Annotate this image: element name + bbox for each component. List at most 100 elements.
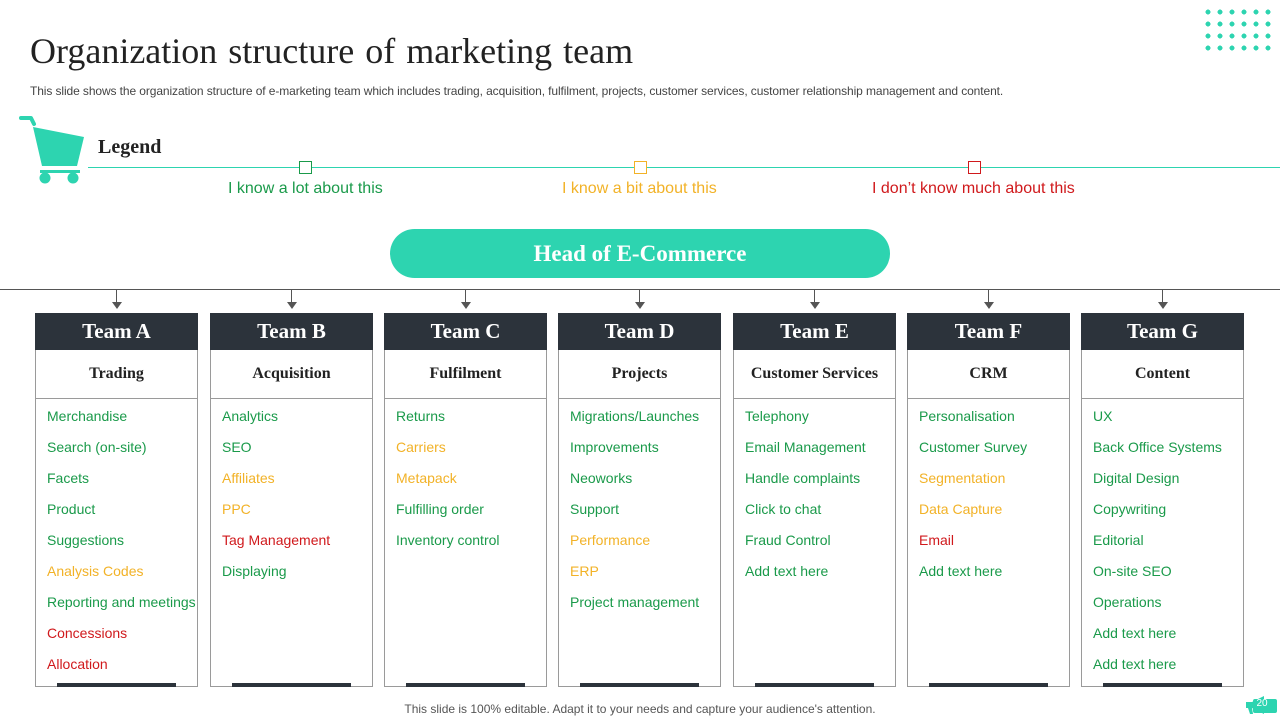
list-item: UX — [1093, 408, 1113, 424]
list-item: On-site SEO — [1093, 563, 1172, 579]
legend-label-lot: I know a lot about this — [228, 180, 383, 197]
list-item: Neoworks — [570, 470, 633, 486]
team-name: Team G — [1081, 313, 1244, 350]
team-function: Acquisition — [211, 350, 372, 399]
legend-marker-bit — [634, 161, 647, 174]
page-number: 20 — [1256, 698, 1268, 709]
head-of-ecommerce-box: Head of E-Commerce — [390, 229, 890, 278]
list-item: Fraud Control — [745, 532, 831, 548]
list-item: Project management — [570, 594, 700, 610]
list-item: Support — [570, 501, 620, 517]
arrow-team-e — [809, 289, 820, 309]
arrow-team-b — [286, 289, 297, 309]
list-item: Analytics — [222, 408, 279, 424]
legend-title: Legend — [98, 136, 162, 158]
list-item: Suggestions — [47, 532, 125, 548]
legend-line — [88, 167, 1280, 168]
list-item: Add text here — [1093, 656, 1177, 672]
list-item: Affiliates — [222, 470, 275, 486]
list-item: Merchandise — [47, 408, 128, 424]
list-item: Telephony — [745, 408, 809, 424]
team-name: Team A — [35, 313, 198, 350]
team-bottom-bar — [755, 683, 874, 687]
list-item: Metapack — [396, 470, 457, 486]
arrow-team-f — [983, 289, 994, 309]
megaphone-page-icon — [1246, 696, 1277, 714]
list-item: Concessions — [47, 625, 128, 641]
list-item: Personalisation — [919, 408, 1015, 424]
list-item: Customer Survey — [919, 439, 1028, 455]
connector-line — [0, 289, 1280, 290]
list-item: Add text here — [745, 563, 829, 579]
list-item: Reporting and meetings — [47, 594, 196, 610]
list-item: Back Office Systems — [1093, 439, 1222, 455]
team-bottom-bar — [580, 683, 699, 687]
legend-label-little: I don’t know much about this — [872, 180, 1075, 197]
list-item: Product — [47, 501, 96, 517]
shopping-cart-icon — [19, 116, 84, 184]
list-item: Migrations/Launches — [570, 408, 700, 424]
team-name: Team D — [558, 313, 721, 350]
list-item: Handle complaints — [745, 470, 861, 486]
list-item: Fulfilling order — [396, 501, 484, 517]
arrow-team-d — [634, 289, 645, 309]
list-item: Improvements — [570, 439, 659, 455]
list-item: ERP — [570, 563, 599, 579]
team-bottom-bar — [1103, 683, 1222, 687]
list-item: Segmentation — [919, 470, 1006, 486]
team-function: Fulfilment — [385, 350, 546, 399]
list-item: Email — [919, 532, 955, 548]
list-item: Facets — [47, 470, 90, 486]
list-item: Editorial — [1093, 532, 1144, 548]
footer-note: This slide is 100% editable. Adapt it to… — [404, 702, 876, 716]
list-item: Analysis Codes — [47, 563, 144, 579]
list-item: Add text here — [1093, 625, 1177, 641]
list-item: SEO — [222, 439, 252, 455]
arrow-team-a — [111, 289, 122, 309]
list-item: Performance — [570, 532, 651, 548]
dot-grid-decoration — [1202, 6, 1272, 52]
team-name: Team F — [907, 313, 1070, 350]
list-item: Copywriting — [1093, 501, 1167, 517]
legend-label-bit: I know a bit about this — [562, 180, 717, 197]
arrow-team-c — [460, 289, 471, 309]
team-function: Trading — [36, 350, 197, 399]
list-item: Click to chat — [745, 501, 822, 517]
team-name: Team E — [733, 313, 896, 350]
team-bottom-bar — [57, 683, 176, 687]
list-item: Search (on-site) — [47, 439, 147, 455]
list-item: Data Capture — [919, 501, 1003, 517]
page-subtitle: This slide shows the organization struct… — [30, 84, 1004, 98]
list-item: PPC — [222, 501, 251, 517]
list-item: Returns — [396, 408, 446, 424]
list-item: Inventory control — [396, 532, 500, 548]
list-item: Tag Management — [222, 532, 331, 548]
team-bottom-bar — [406, 683, 525, 687]
list-item: Digital Design — [1093, 470, 1180, 486]
list-item: Email Management — [745, 439, 866, 455]
legend-marker-lot — [299, 161, 312, 174]
list-item: Add text here — [919, 563, 1003, 579]
page-title: Organization structure of marketing team — [30, 31, 634, 71]
team-bottom-bar — [929, 683, 1048, 687]
team-bottom-bar — [232, 683, 351, 687]
list-item: Displaying — [222, 563, 287, 579]
arrow-team-g — [1157, 289, 1168, 309]
team-function: Projects — [559, 350, 720, 399]
legend-marker-little — [968, 161, 981, 174]
list-item: Operations — [1093, 594, 1162, 610]
team-name: Team B — [210, 313, 373, 350]
